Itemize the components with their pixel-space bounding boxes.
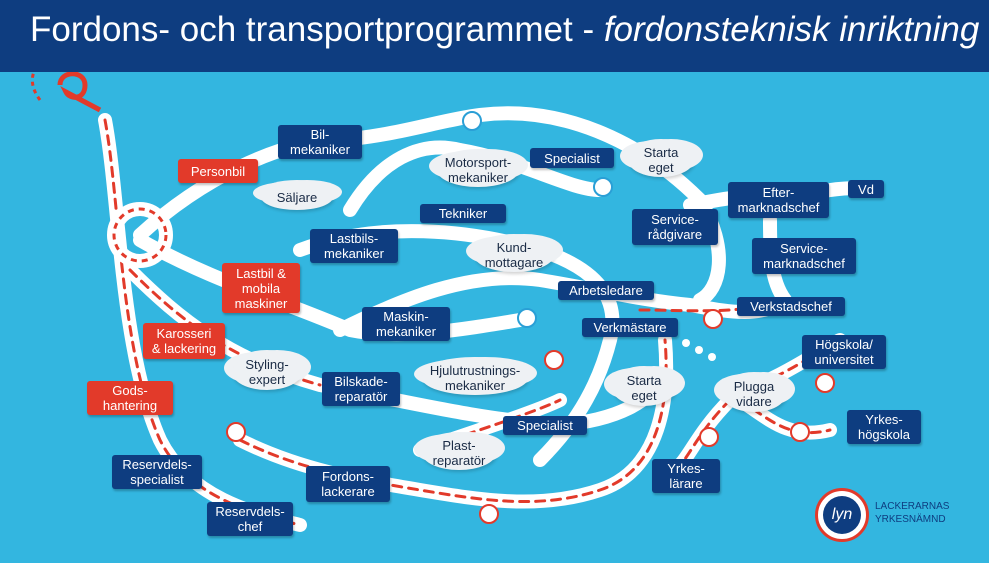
cloud-saljare: Säljare [261,184,333,210]
box-verkstadschef: Verkstadschef [737,297,845,316]
loop-markers-blue [462,111,613,328]
box-arbetsledare: Arbetsledare [558,281,654,300]
box-bilmekaniker: Bil- mekaniker [278,125,362,159]
box-karosseri: Karosseri & lackering [143,323,225,359]
cloud-stylingexpert: Styling- expert [232,354,302,390]
cloud-hjulutrustningsmekaniker: Hjulutrustnings- mekaniker [422,361,528,395]
box-fordonslackerare: Fordons- lackerare [306,466,390,502]
cloud-label: Styling- expert [245,357,289,387]
box-tekniker: Tekniker [420,204,506,223]
cloud-label: Hjulutrustnings- mekaniker [429,363,521,393]
cloud-label: Starta eget [626,373,662,403]
box-servicemarknadschef: Service- marknadschef [752,238,856,274]
box-reservdelsspecialist: Reservdels- specialist [112,455,202,489]
cloud-label: Plast- reparatör [432,438,486,468]
cloud-starta-eget-top: Starta eget [628,143,694,177]
box-maskinmekaniker: Maskin- mekaniker [362,307,450,341]
cloud-label: Motorsport- mekaniker [444,155,512,185]
loop-markers [226,309,835,524]
logo-mark: lyn [823,496,861,534]
roundabout [107,202,173,268]
cloud-label: Kund- mottagare [484,240,544,270]
cloud-starta-eget-bottom: Starta eget [612,370,676,406]
cloud-label: Starta eget [643,145,679,175]
box-hogskola: Högskola/ universitet [802,335,886,369]
logo-text: LACKERARNAS YRKESNÄMND [875,501,950,525]
cloud-label: Plugga vidare [733,379,775,409]
title-italic: fordonsteknisk inriktning [603,10,980,49]
box-vd: Vd [848,180,884,198]
box-lastbilsmekaniker: Lastbils- mekaniker [310,229,398,263]
box-lastbil-mobila: Lastbil & mobila maskiner [222,263,300,313]
cloud-plastreparator: Plast- reparatör [422,436,496,470]
lyn-logo: lyn [815,488,869,542]
box-specialist-bottom: Specialist [503,416,587,435]
cloud-kundmottagare: Kund- mottagare [474,238,554,272]
box-eftermarknadschef: Efter- marknadschef [728,182,829,218]
page-title: Fordons- och transportprogrammet - fordo… [30,10,979,50]
cloud-plugga-vidare: Plugga vidare [722,376,786,412]
box-verkmästare: Verkmästare [582,318,678,337]
box-yrkeshogskola: Yrkes- högskola [847,410,921,444]
title-main: Fordons- och transportprogrammet - [30,10,604,49]
entry-loop-icon [57,71,102,113]
cloud-motorsportmekaniker: Motorsport- mekaniker [437,153,519,187]
ellipsis-dots [682,339,716,361]
box-reservdelschef: Reservdels- chef [207,502,293,536]
box-personbil: Personbil [178,159,258,183]
box-specialist-top: Specialist [530,148,614,168]
box-godshantering: Gods- hantering [87,381,173,415]
box-bilskadereparator: Bilskade- reparatör [322,372,400,406]
header-bar: Fordons- och transportprogrammet - fordo… [0,0,989,72]
box-servicerådgivare: Service- rådgivare [632,209,718,245]
box-yrkeslarare: Yrkes- lärare [652,459,720,493]
cloud-label: Säljare [276,189,318,205]
